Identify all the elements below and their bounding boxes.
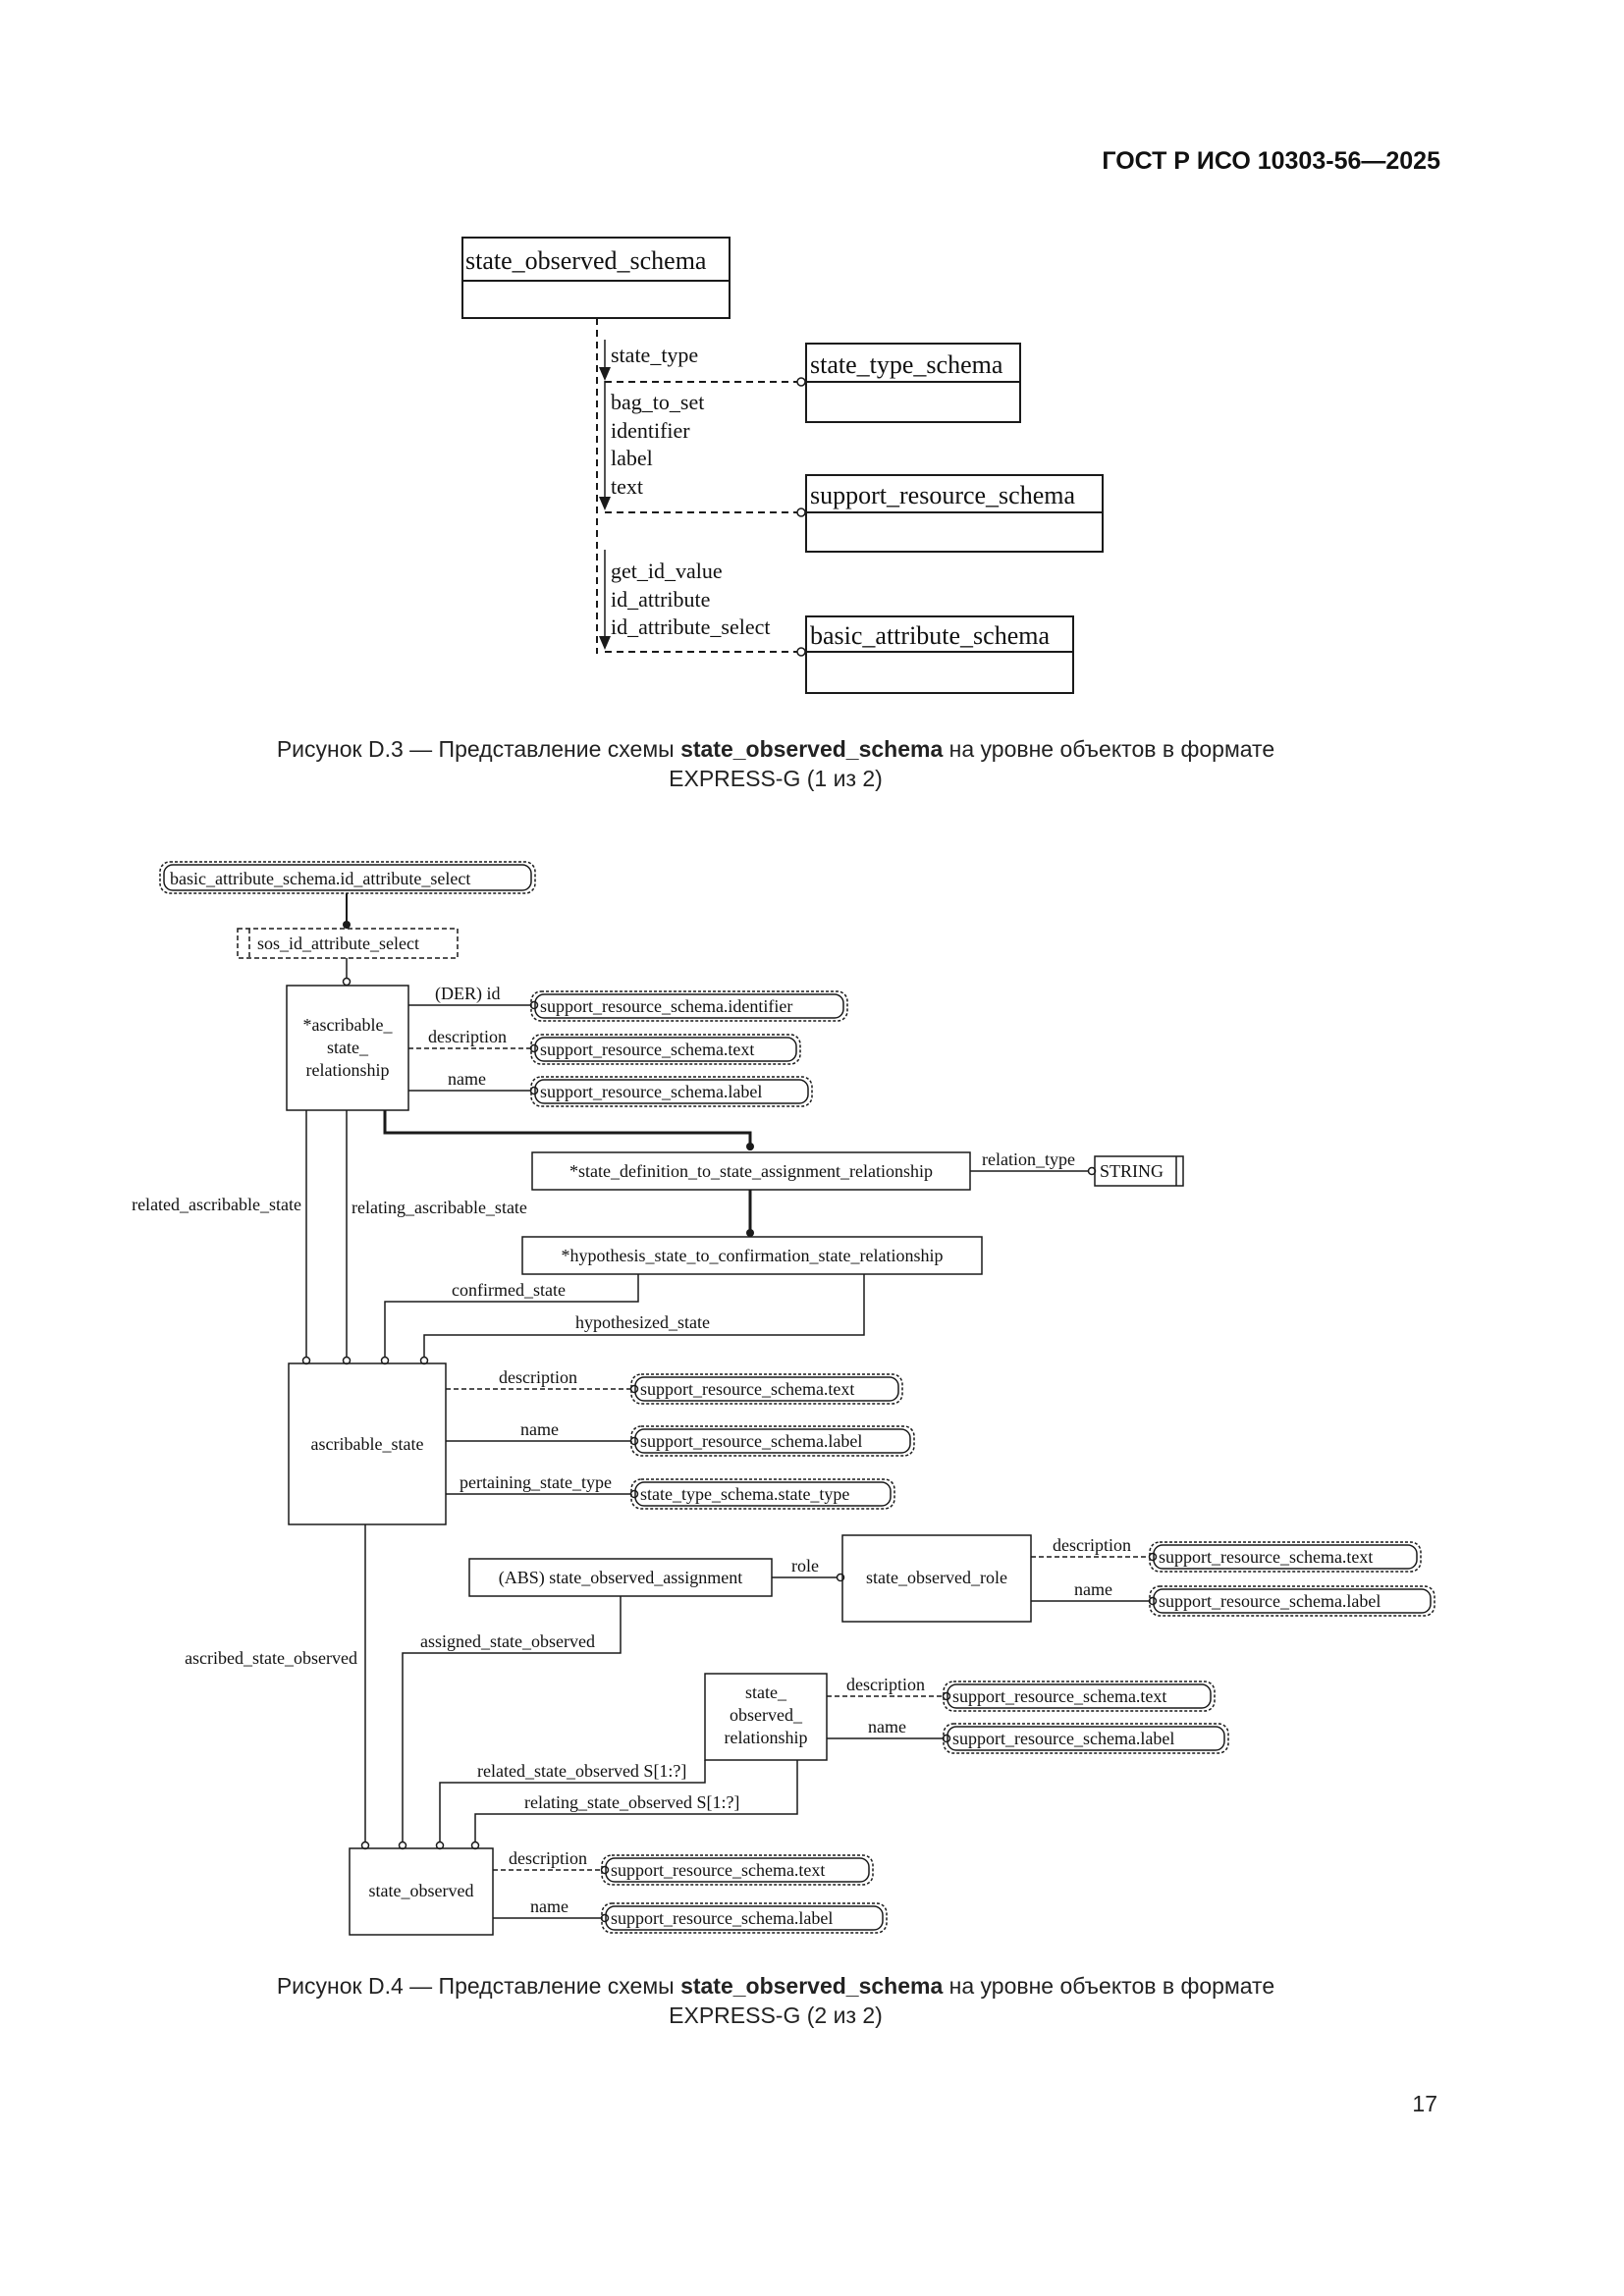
ref-get-id-value: get_id_value [611,559,723,583]
entity-asr-line2: state_ [327,1038,369,1057]
svg-text:basic_attribute_schema: basic_attribute_schema [810,621,1050,650]
attr-related-ascribable-state: related_ascribable_state [132,1195,301,1214]
page-number: 17 [1412,2091,1437,2116]
schema-box-basic-attribute: basic_attribute_schema [805,615,1074,694]
ref-text-asr: support_resource_schema.text [540,1040,754,1059]
schema-box-state-type: state_type_schema [805,343,1021,423]
schema-box-support-resource: support_resource_schema [805,474,1104,553]
ref-state-type: state_type [611,343,698,367]
attr-relating-ascribable-state: relating_ascribable_state [352,1198,527,1217]
attr-name-so: name [530,1896,568,1916]
ref-text-sor: support_resource_schema.text [1159,1547,1373,1567]
attr-name-sor: name [1074,1579,1112,1599]
attr-confirmed-state: confirmed_state [452,1280,566,1300]
entity-hstcsr: *hypothesis_state_to_confirmation_state_… [562,1246,944,1265]
ref-id-attribute-select: id_attribute_select [611,614,771,639]
attr-description-as: description [499,1367,577,1387]
entity-sorel-line2: observed_ [730,1705,803,1725]
schema-box-state-observed: state_observed_schema [461,237,731,319]
entity-sorel-line3: relationship [725,1728,808,1747]
attr-name-asr: name [448,1069,486,1089]
attr-role: role [791,1556,819,1575]
ref-text-sorel: support_resource_schema.text [952,1686,1166,1706]
attr-name-sorel: name [868,1717,906,1736]
document-code: ГОСТ Р ИСО 10303-56—2025 [1102,147,1440,175]
figure-d3-caption: Рисунок D.3 — Представление схемы state_… [276,736,1275,791]
schema-label: state_observed_schema [465,246,707,275]
entity-sor: state_observed_role [866,1568,1007,1587]
entity-soa: (ABS) state_observed_assignment [499,1568,742,1588]
attr-der-id: (DER) id [435,984,501,1004]
type-string: STRING [1100,1161,1164,1181]
attr-ascribed-state-observed: ascribed_state_observed [185,1648,357,1668]
attr-name-as: name [520,1419,559,1439]
ref-text-as: support_resource_schema.text [640,1379,854,1399]
attr-description-sorel: description [846,1675,925,1694]
attr-related-state-observed: related_state_observed S[1:?] [477,1761,686,1781]
figure-d4-caption: Рисунок D.4 — Представление схемы state_… [276,1973,1275,2028]
attr-pertaining-state-type: pertaining_state_type [460,1472,612,1492]
ref-state-type-d4: state_type_schema.state_type [640,1484,849,1504]
ref-text: text [611,474,643,499]
ref-identifier-d4: support_resource_schema.identifier [540,996,792,1016]
attr-description-sor: description [1053,1535,1131,1555]
attr-relating-state-observed: relating_state_observed S[1:?] [524,1792,739,1812]
ref-label-so: support_resource_schema.label [611,1908,833,1928]
sos-select: sos_id_attribute_select [257,934,419,953]
ref-bag-to-set: bag_to_set [611,390,704,414]
ref-label: label [611,446,653,470]
attr-description-so: description [509,1848,587,1868]
entity-ascribable-state: ascribable_state [311,1434,424,1454]
ref-id-attribute: id_attribute [611,587,710,612]
attr-description-asr: description [428,1027,507,1046]
ref-label-asr: support_resource_schema.label [540,1082,762,1101]
svg-text:support_resource_schema: support_resource_schema [810,481,1075,509]
attr-hypothesized-state: hypothesized_state [575,1312,710,1332]
ref-label-sor: support_resource_schema.label [1159,1591,1380,1611]
ref-basic-select: basic_attribute_schema.id_attribute_sele… [170,869,470,888]
entity-asr-line3: relationship [306,1060,390,1080]
entity-asr-line1: *ascribable_ [303,1015,394,1035]
attr-assigned-state-observed: assigned_state_observed [420,1631,595,1651]
figure-d4-diagram: basic_attribute_schema.id_attribute_sele… [132,861,1435,1936]
ref-text-so: support_resource_schema.text [611,1860,825,1880]
entity-sdtsar: *state_definition_to_state_assignment_re… [569,1161,933,1181]
ref-identifier: identifier [611,418,690,443]
svg-text:state_type_schema: state_type_schema [810,350,1003,379]
attr-relation-type: relation_type [982,1149,1075,1169]
entity-state-observed: state_observed [369,1881,474,1900]
entity-sorel-line1: state_ [745,1682,787,1702]
ref-label-sorel: support_resource_schema.label [952,1729,1174,1748]
ref-label-as: support_resource_schema.label [640,1431,862,1451]
